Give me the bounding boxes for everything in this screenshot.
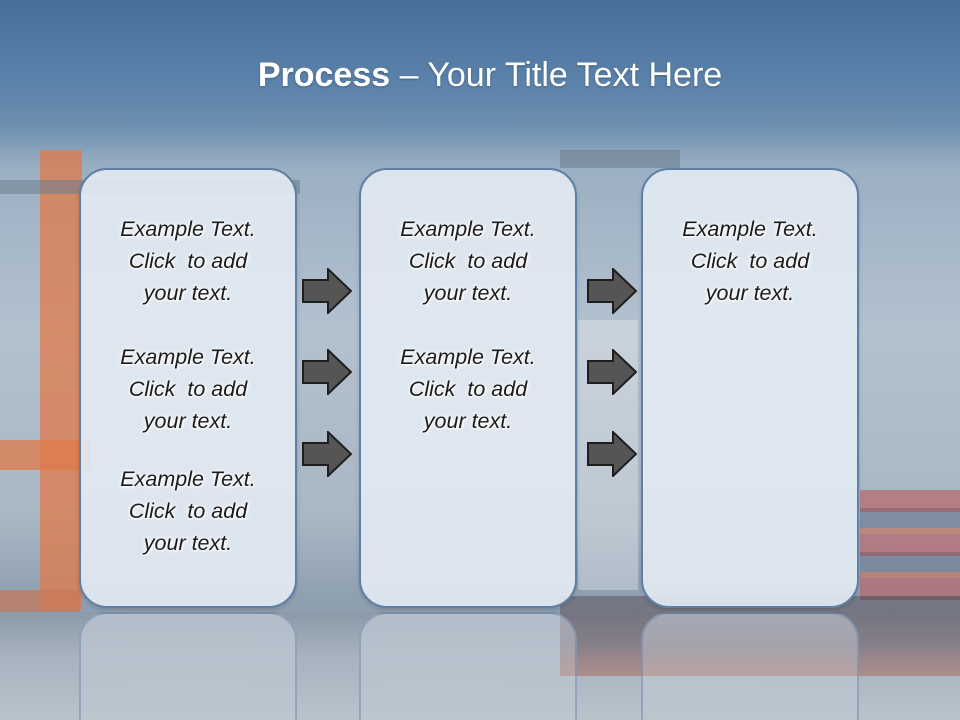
text-line: Example Text. bbox=[120, 217, 256, 241]
crane-left-leg bbox=[40, 150, 82, 610]
process-panel-2[interactable]: Example Text. Click to add your text. Ex… bbox=[359, 168, 577, 608]
right-arrow-icon[interactable] bbox=[302, 268, 352, 314]
process-panel-3[interactable]: Example Text. Click to add your text. bbox=[641, 168, 859, 608]
text-line: Click to add bbox=[690, 249, 810, 273]
right-arrow-icon[interactable] bbox=[302, 431, 352, 477]
crane-left-arm bbox=[0, 440, 90, 470]
right-arrow-icon[interactable] bbox=[587, 268, 637, 314]
text-line: Click to add bbox=[128, 377, 248, 401]
text-line: your text. bbox=[423, 409, 513, 433]
panel-1-text-block-2[interactable]: Example Text. Click to add your text. bbox=[81, 341, 295, 437]
text-line: Click to add bbox=[408, 249, 528, 273]
panel-2-text-block-1[interactable]: Example Text. Click to add your text. bbox=[361, 213, 575, 309]
text-line: Click to add bbox=[128, 499, 248, 523]
text-line: your text. bbox=[143, 531, 233, 555]
text-line: Example Text. bbox=[120, 345, 256, 369]
text-line: Example Text. bbox=[120, 467, 256, 491]
container-stack-right bbox=[860, 490, 960, 600]
ship-hull bbox=[560, 596, 960, 676]
slide-title[interactable]: Process – Your Title Text Here bbox=[0, 52, 960, 98]
text-line: Click to add bbox=[128, 249, 248, 273]
text-line: Click to add bbox=[408, 377, 528, 401]
text-line: your text. bbox=[143, 409, 233, 433]
crane-upper-boom bbox=[560, 150, 680, 168]
panel-1-text-block-1[interactable]: Example Text. Click to add your text. bbox=[81, 213, 295, 309]
title-rest: – Your Title Text Here bbox=[390, 56, 723, 94]
panel-2-text-block-2[interactable]: Example Text. Click to add your text. bbox=[361, 341, 575, 437]
panel-1-reflection bbox=[79, 612, 297, 720]
process-panel-1[interactable]: Example Text. Click to add your text. Ex… bbox=[79, 168, 297, 608]
panel-3-text-block-1[interactable]: Example Text. Click to add your text. bbox=[643, 213, 857, 309]
title-bold: Process bbox=[257, 56, 391, 94]
title-band bbox=[0, 0, 960, 150]
panel-3-reflection bbox=[641, 612, 859, 720]
text-line: Example Text. bbox=[400, 345, 536, 369]
text-line: your text. bbox=[705, 281, 795, 305]
right-arrow-icon[interactable] bbox=[302, 349, 352, 395]
panel-2-reflection bbox=[359, 612, 577, 720]
text-line: Example Text. bbox=[400, 217, 536, 241]
text-line: your text. bbox=[143, 281, 233, 305]
text-line: your text. bbox=[423, 281, 513, 305]
right-arrow-icon[interactable] bbox=[587, 431, 637, 477]
right-arrow-icon[interactable] bbox=[587, 349, 637, 395]
text-line: Example Text. bbox=[682, 217, 818, 241]
panel-1-text-block-3[interactable]: Example Text. Click to add your text. bbox=[81, 463, 295, 559]
